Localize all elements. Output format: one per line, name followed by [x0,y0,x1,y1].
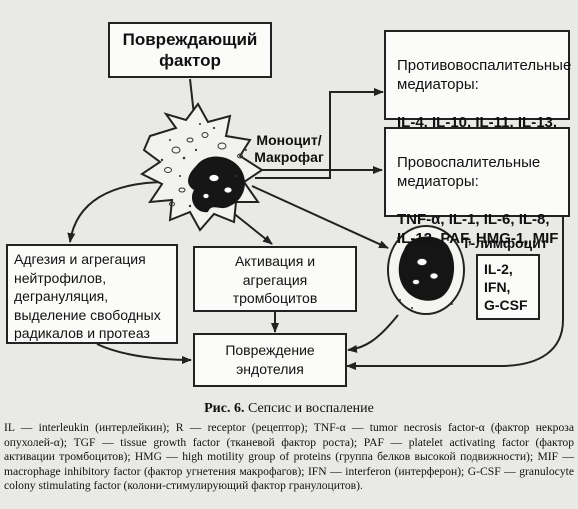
anti-inflammatory-box: Противовоспалительные медиаторы: IL-4, I… [384,30,572,150]
abbreviation-legend: IL — interleukin (интерлейкин); R — rece… [4,421,574,493]
arrow-tcell-to-endothelium [347,314,399,353]
monocyte-macrophage-label: Моноцит/ Макрофаг [254,132,324,165]
arrow-macrophage-to-platelets [231,211,273,245]
connector-lines [67,78,564,370]
arrow-macrophage-to-tcell [251,185,389,249]
arrow-macrophage-to-adhesion [67,181,169,243]
figure-title: Сепсис и воспаление [247,401,374,416]
pro-inflammatory-box: Провоспалительные медиаторы: TNF-α, IL-1… [384,127,570,247]
platelet-activation-box: Активация и агрегация тромбоцитов [193,246,357,312]
figure-caption: Рис. 6. Сепсис и воспаление [0,401,578,417]
arrow-pro-to-endothelium [346,200,564,370]
anti-inflammatory-title: Противовоспалительные медиаторы: [397,57,572,93]
diagram-canvas [67,78,564,370]
t-cell-mediators-box: IL-2, IFN, G-CSF [476,254,540,320]
endothelium-damage-box: Повреждение эндотелия [193,333,347,387]
arrow-macrophage-to-anti [255,88,384,179]
figure-number: Рис. 6. [204,401,245,416]
arrow-adhesion-to-endothelium [96,343,192,364]
t-lymphocyte-label: Т-лимфоцит [462,235,548,251]
pro-inflammatory-title: Провоспалительные медиаторы: [397,154,541,190]
damaging-factor-box: Повреждающий фактор [108,22,272,78]
adhesion-box: Адгезия и агрегация нейтрофилов, деграну… [6,244,178,344]
t-lymphocyte-cell-illustration [387,225,465,315]
macrophage-cell-illustration [140,102,264,232]
pro-inflammatory-items: TNF-α, IL-1, IL-6, IL-8, IL-12, PAF, HMG… [397,211,559,247]
